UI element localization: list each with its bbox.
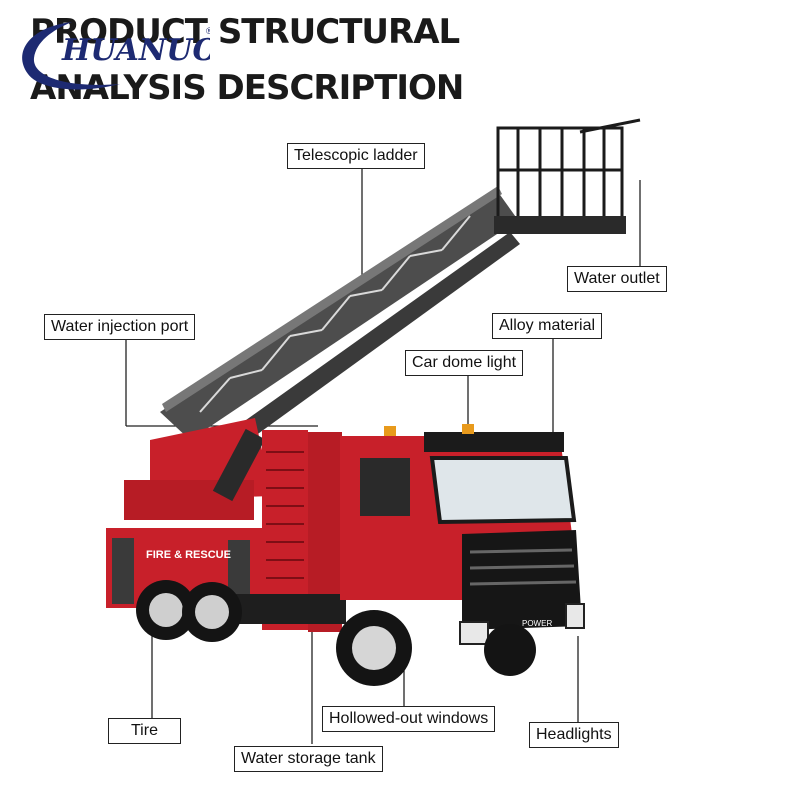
callout-hollowed-out-windows: Hollowed-out windows [322, 706, 496, 732]
header-line-2: ANALYSIS DESCRIPTION [30, 68, 464, 108]
header-line-1: PRODUCT STRUCTURAL [30, 12, 460, 52]
callout-water-injection-port: Water injection port [44, 314, 196, 340]
truck-cab: POWER [340, 424, 585, 645]
callout-telescopic-ladder: Telescopic ladder [287, 143, 425, 169]
callout-headlights: Headlights [529, 722, 619, 748]
callout-alloy-material: Alloy material [492, 313, 603, 339]
wheels [136, 580, 536, 686]
rescue-bucket [496, 118, 641, 222]
callout-car-dome-light: Car dome light [405, 350, 524, 376]
brand-logo: HUANUO ® [22, 22, 210, 90]
side-text: FIRE & RESCUE [146, 549, 231, 561]
callout-tire: Tire [108, 718, 181, 744]
telescopic-ladder [160, 186, 520, 444]
callout-water-storage-tank: Water storage tank [234, 746, 383, 772]
callout-water-outlet: Water outlet [567, 266, 667, 292]
turntable [124, 418, 272, 520]
grille-text: POWER [522, 619, 552, 628]
logo-text: HUANUO [61, 33, 210, 68]
logo-registered-mark: ® [206, 26, 210, 36]
